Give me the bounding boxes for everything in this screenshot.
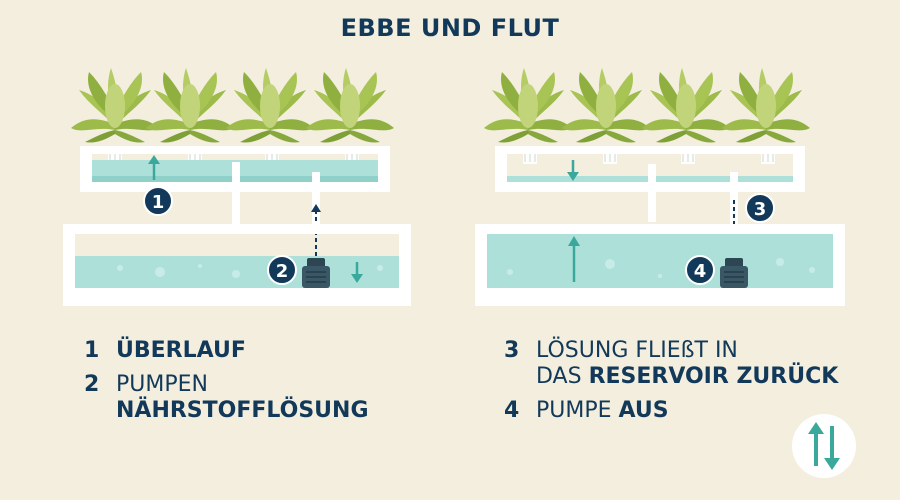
feed-pipe: [312, 172, 320, 226]
plant-icon: [226, 68, 314, 143]
marker-1: 1: [143, 186, 173, 216]
marker-2: 2: [267, 255, 297, 285]
svg-text:2: 2: [276, 261, 289, 282]
marker-3: 3: [745, 193, 775, 223]
plant-icon: [484, 68, 572, 143]
svg-text:4: 4: [694, 261, 707, 282]
page-title: EBBE UND FLUT: [340, 14, 560, 42]
svg-text:3: 3: [754, 199, 767, 220]
flood-tray: [495, 146, 805, 154]
overflow-pipe: [232, 162, 240, 224]
plant-icon: [306, 68, 394, 143]
down-arrow-icon: [567, 160, 579, 181]
plant-icon: [562, 68, 650, 143]
plant-icon: [146, 68, 234, 143]
marker-4: 4: [685, 255, 715, 285]
up-arrow-icon: [148, 155, 160, 180]
svg-text:1: 1: [152, 192, 165, 213]
reservoir: [63, 224, 411, 234]
return-pipe: [730, 172, 738, 224]
up-down-arrows-icon: [792, 414, 856, 478]
down-arrow-icon: [351, 262, 363, 283]
reservoir: [475, 224, 845, 234]
right-system-ebb: 3 4: [475, 68, 845, 306]
reservoir-water: [487, 234, 833, 288]
up-arrow-icon: [568, 236, 580, 282]
overflow-pipe: [648, 164, 656, 222]
plant-icon: [642, 68, 730, 143]
left-system-flood: 1 2: [63, 68, 411, 306]
flood-tray: [80, 146, 390, 154]
plant-icon: [71, 68, 159, 143]
plant-icon: [722, 68, 810, 143]
